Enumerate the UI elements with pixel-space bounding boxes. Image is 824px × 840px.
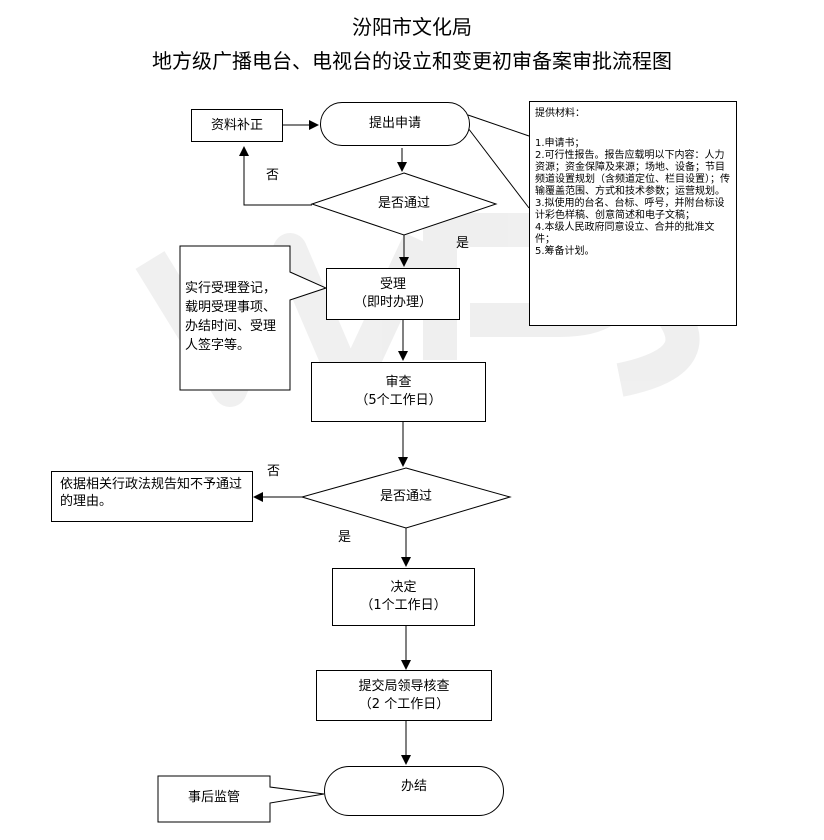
accept-note-text: 实行受理登记，载明受理事项、办结时间、受理人签字等。	[185, 281, 277, 353]
finish-label: 办结	[400, 779, 427, 794]
callout-materials-upper	[467, 114, 530, 137]
review-sub: （5个工作日）	[355, 393, 442, 408]
label-no-1: 否	[266, 168, 280, 183]
decide-sub: （1个工作日）	[360, 598, 447, 613]
materials-heading: 提供材料：	[535, 108, 585, 119]
supervise-text: 事后监管	[187, 790, 240, 805]
label-no-2: 否	[267, 464, 281, 479]
decide-title: 决定	[390, 580, 417, 595]
check2-label: 是否通过	[379, 489, 432, 504]
materials-item-2: 2.可行性报告。报告应载明以下内容：人力资源；资金保障及来源；场地、设备；节目频…	[535, 150, 730, 197]
reject-note-text: 依据相关行政法规告知不予通过的理由。	[60, 477, 243, 509]
apply-label: 提出申请	[368, 116, 421, 131]
materials-item-3: 3.拟使用的台名、台标、呼号，并附台标设计彩色样稿、创意简述和电子文稿；	[535, 198, 725, 221]
submit-sub: （2 个工作日）	[358, 696, 450, 712]
finish-terminal: 办结	[324, 766, 504, 816]
supplement-label: 资料补正	[210, 117, 263, 133]
decision-diamond-2	[300, 467, 512, 529]
materials-item-5: 5.筹备计划。	[535, 246, 595, 257]
supplement-box: 资料补正	[191, 109, 283, 142]
accept-box: 受理 （即时办理）	[326, 268, 460, 320]
materials-item-1: 1.申请书；	[535, 138, 585, 149]
submit-box: 提交局领导核查 （2 个工作日）	[316, 670, 492, 721]
review-title: 审查	[385, 375, 412, 390]
title-line1: 汾阳市文化局	[352, 15, 472, 39]
decision-diamond-1	[310, 172, 498, 236]
decide-box: 决定 （1个工作日）	[332, 568, 475, 626]
callout-materials-lower	[467, 127, 530, 209]
accept-sub: （即时办理）	[353, 295, 432, 310]
label-yes-1: 是	[456, 236, 470, 251]
submit-title: 提交局领导核查	[358, 678, 450, 694]
title-line2: 地方级广播电台、电视台的设立和变更初审备案审批流程图	[152, 49, 672, 73]
accept-title: 受理	[379, 277, 406, 292]
materials-box: 提供材料： 1.申请书； 2.可行性报告。报告应载明以下内容：人力资源；资金保障…	[529, 101, 737, 326]
check1-label: 是否通过	[377, 196, 430, 211]
review-box: 审查 （5个工作日）	[311, 362, 486, 422]
arrow-check1-supplement	[239, 146, 312, 206]
apply-terminal: 提出申请	[320, 102, 470, 146]
materials-item-4: 4.本级人民政府同意设立、合并的批准文件；	[535, 222, 715, 245]
reject-note: 依据相关行政法规告知不予通过的理由。	[51, 471, 253, 522]
label-yes-2: 是	[338, 530, 352, 545]
